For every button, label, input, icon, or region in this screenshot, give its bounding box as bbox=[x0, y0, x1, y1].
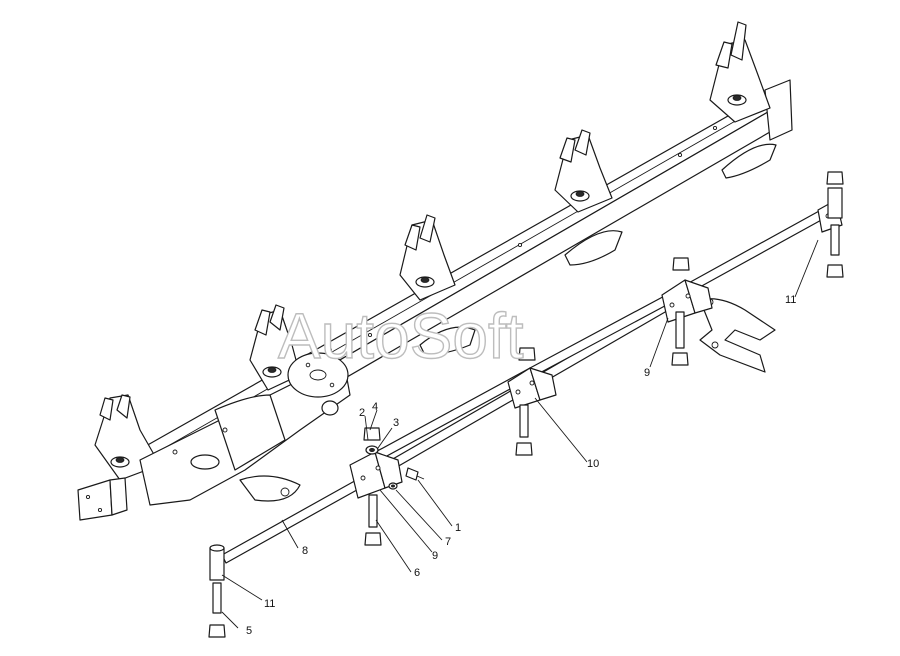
mounting-bracket-4 bbox=[554, 129, 613, 213]
watermark-text: AutoSoft bbox=[278, 300, 524, 372]
callout-10: 10 bbox=[587, 458, 599, 470]
joint-clamp-right bbox=[661, 279, 713, 323]
callout-11-left: 11 bbox=[264, 598, 275, 610]
sleeve-center bbox=[363, 427, 382, 546]
bolt-small-parts bbox=[388, 467, 425, 490]
callout-1: 1 bbox=[455, 522, 461, 534]
sleeve-right bbox=[671, 257, 690, 366]
sleeve-far-right bbox=[826, 171, 844, 278]
callout-4: 4 bbox=[372, 401, 378, 413]
callout-5: 5 bbox=[246, 625, 252, 637]
callout-8: 8 bbox=[302, 545, 308, 557]
callout-2: 2 bbox=[359, 407, 365, 419]
leader-lines bbox=[221, 239, 819, 629]
sleeve-middle bbox=[515, 347, 536, 456]
callout-9-right: 9 bbox=[644, 367, 650, 379]
mounting-bracket-2 bbox=[249, 304, 301, 391]
sleeve-left bbox=[208, 544, 226, 638]
callout-11-right: 11 bbox=[785, 294, 796, 306]
detached-bracket bbox=[699, 298, 776, 373]
callout-numbers: 1 2 3 4 5 6 7 8 9 9 10 11 11 bbox=[246, 294, 796, 637]
callout-7: 7 bbox=[445, 536, 451, 548]
callout-9-center: 9 bbox=[432, 550, 438, 562]
callout-6: 6 bbox=[414, 567, 420, 579]
under-beam-plates bbox=[419, 143, 777, 356]
mounting-bracket-3 bbox=[399, 214, 456, 301]
joint-clamp-left bbox=[349, 451, 403, 499]
mounting-bracket-5 bbox=[709, 21, 771, 123]
callout-3: 3 bbox=[393, 417, 399, 429]
tie-rod-11-upper bbox=[684, 204, 835, 294]
joint-clamp-middle bbox=[507, 367, 557, 409]
left-end-bracket bbox=[77, 477, 128, 521]
center-frame-section bbox=[139, 352, 351, 506]
